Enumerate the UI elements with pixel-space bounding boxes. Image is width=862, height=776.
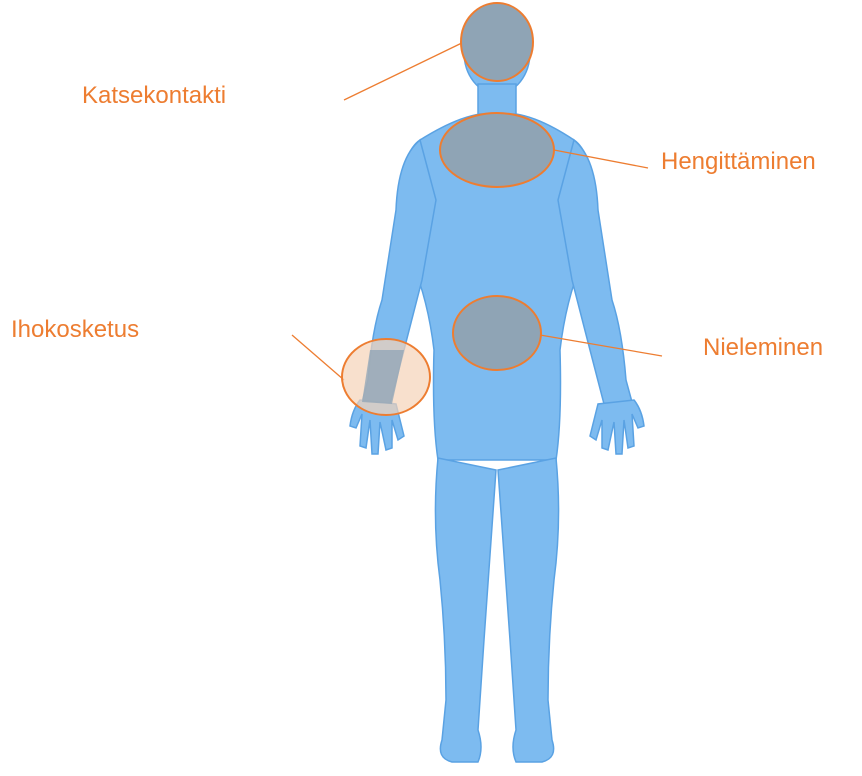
label-skin-contact: Ihokosketus (11, 318, 139, 342)
left-leg (435, 458, 496, 762)
connector-eye-contact (344, 40, 468, 100)
right-leg (498, 458, 559, 762)
connector-skin-contact (292, 335, 344, 380)
region-chest (440, 113, 554, 187)
region-abdomen (453, 296, 541, 370)
neck (478, 84, 516, 116)
label-swallowing: Nieleminen (703, 336, 823, 360)
label-eye-contact: Katsekontakti (82, 84, 226, 108)
label-breathing: Hengittäminen (661, 150, 816, 174)
region-head (461, 3, 533, 81)
right-hand (590, 400, 644, 454)
